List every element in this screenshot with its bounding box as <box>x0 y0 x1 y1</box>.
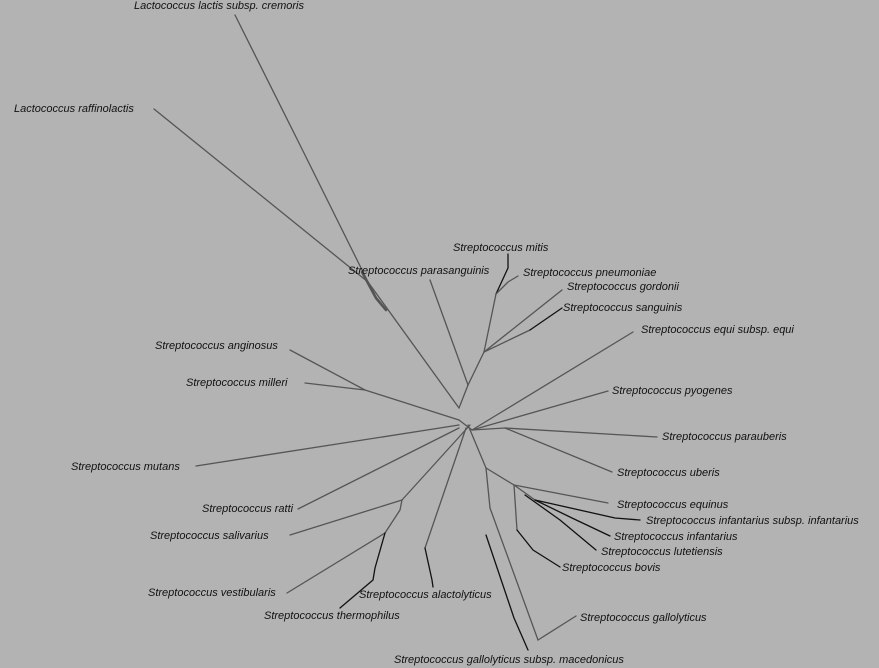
taxon-labels: Lactococcus lactis subsp. cremoris Lacto… <box>14 0 859 666</box>
taxon-label-equi-equi: Streptococcus equi subsp. equi <box>641 324 794 336</box>
taxon-label-vestibularis: Streptococcus vestibularis <box>148 587 276 599</box>
taxon-label-thermophilus: Streptococcus thermophilus <box>264 610 400 622</box>
branch-vestibularis <box>286 532 386 594</box>
branch-equinus <box>513 484 609 504</box>
branch-sanguinis <box>529 307 563 331</box>
branch-infantarius <box>534 499 611 537</box>
branch-vestibularis-thermophilus-stem <box>384 499 403 534</box>
branch-equi-equi <box>471 331 634 431</box>
branch-equinus-group-stem <box>485 467 515 486</box>
taxon-label-mitis: Streptococcus mitis <box>453 242 549 254</box>
branch-alactolyticus <box>424 547 434 588</box>
branch-lutetiensis <box>524 494 597 551</box>
taxon-label-pneumoniae: Streptococcus pneumoniae <box>523 267 656 279</box>
branch-bovis-stem <box>513 484 518 531</box>
taxon-label-infantarius: Streptococcus infantarius <box>614 531 738 543</box>
taxon-label-parauberis: Streptococcus parauberis <box>662 431 787 443</box>
taxon-label-lutetiensis: Streptococcus lutetiensis <box>601 546 723 558</box>
branch-mitis <box>495 253 509 295</box>
branch-sanguinis-stem <box>483 329 531 353</box>
branch-lactococcus-lactis-cremoris <box>234 14 460 409</box>
branch-lactococcus-stem-thick <box>360 270 388 312</box>
branch-uberis <box>504 427 613 473</box>
branch-infantarius-infantarius <box>534 499 641 521</box>
branch-bovis <box>516 529 561 568</box>
branch-gallolyticus-inner <box>489 507 539 641</box>
branch-alactolyticus-stem <box>424 427 467 549</box>
branch-parasanguinis <box>429 279 469 386</box>
branch-infantarius-group-stem <box>513 484 536 501</box>
taxon-label-uberis: Streptococcus uberis <box>617 467 720 479</box>
taxon-label-milleri: Streptococcus milleri <box>186 377 288 389</box>
branch-pneumoniae <box>495 275 519 295</box>
taxon-label-gallolyticus-macedonicus: Streptococcus gallolyticus subsp. macedo… <box>394 654 624 666</box>
tree-branches <box>153 14 658 651</box>
branch-parauberis-uberis-stem <box>471 427 506 431</box>
branch-pyogenes <box>471 390 609 431</box>
taxon-label-equinus: Streptococcus equinus <box>617 499 729 511</box>
branch-thermophilus <box>339 532 386 609</box>
taxon-label-anginosus: Streptococcus anginosus <box>155 340 278 352</box>
taxon-label-bovis: Streptococcus bovis <box>562 562 661 574</box>
taxon-label-salivarius: Streptococcus salivarius <box>150 530 269 542</box>
branch-mutans <box>195 424 460 467</box>
taxon-label-ratti: Streptococcus ratti <box>202 503 294 515</box>
branch-gallolyticus-group-stem <box>485 467 491 509</box>
branch-bovis-group-stem <box>467 424 487 469</box>
branch-gallolyticus <box>537 615 577 641</box>
branch-salivarius-group-stem <box>401 424 471 501</box>
branch-mitis-group-stem <box>458 384 469 409</box>
branch-ratti <box>297 427 460 510</box>
branch-anginosus <box>289 349 366 391</box>
branch-parauberis <box>504 427 658 438</box>
branch-lactococcus-raffinolactis <box>153 108 369 283</box>
branch-milleri <box>304 382 366 391</box>
branch-anginosus-group-stem <box>364 389 460 421</box>
branch-gordonii <box>483 289 563 353</box>
taxon-label-infantarius-infantarius: Streptococcus infantarius subsp. infanta… <box>646 515 859 527</box>
branch-gallolyticus-macedonicus <box>485 534 529 651</box>
taxon-label-lactococcus-lactis-cremoris: Lactococcus lactis subsp. cremoris <box>134 0 304 12</box>
branch-mitis-group-inner <box>467 351 485 386</box>
taxon-label-mutans: Streptococcus mutans <box>71 461 180 473</box>
taxon-label-parasanguinis: Streptococcus parasanguinis <box>348 265 490 277</box>
branch-salivarius <box>289 499 403 536</box>
taxon-label-alactolyticus: Streptococcus alactolyticus <box>359 589 492 601</box>
taxon-label-gordonii: Streptococcus gordonii <box>567 281 679 293</box>
taxon-label-pyogenes: Streptococcus pyogenes <box>612 385 733 397</box>
taxon-label-lactococcus-raffinolactis: Lactococcus raffinolactis <box>14 103 134 115</box>
branch-mitis-pneumoniae-stem <box>483 293 497 353</box>
taxon-label-sanguinis: Streptococcus sanguinis <box>563 302 683 314</box>
taxon-label-gallolyticus: Streptococcus gallolyticus <box>580 612 707 624</box>
